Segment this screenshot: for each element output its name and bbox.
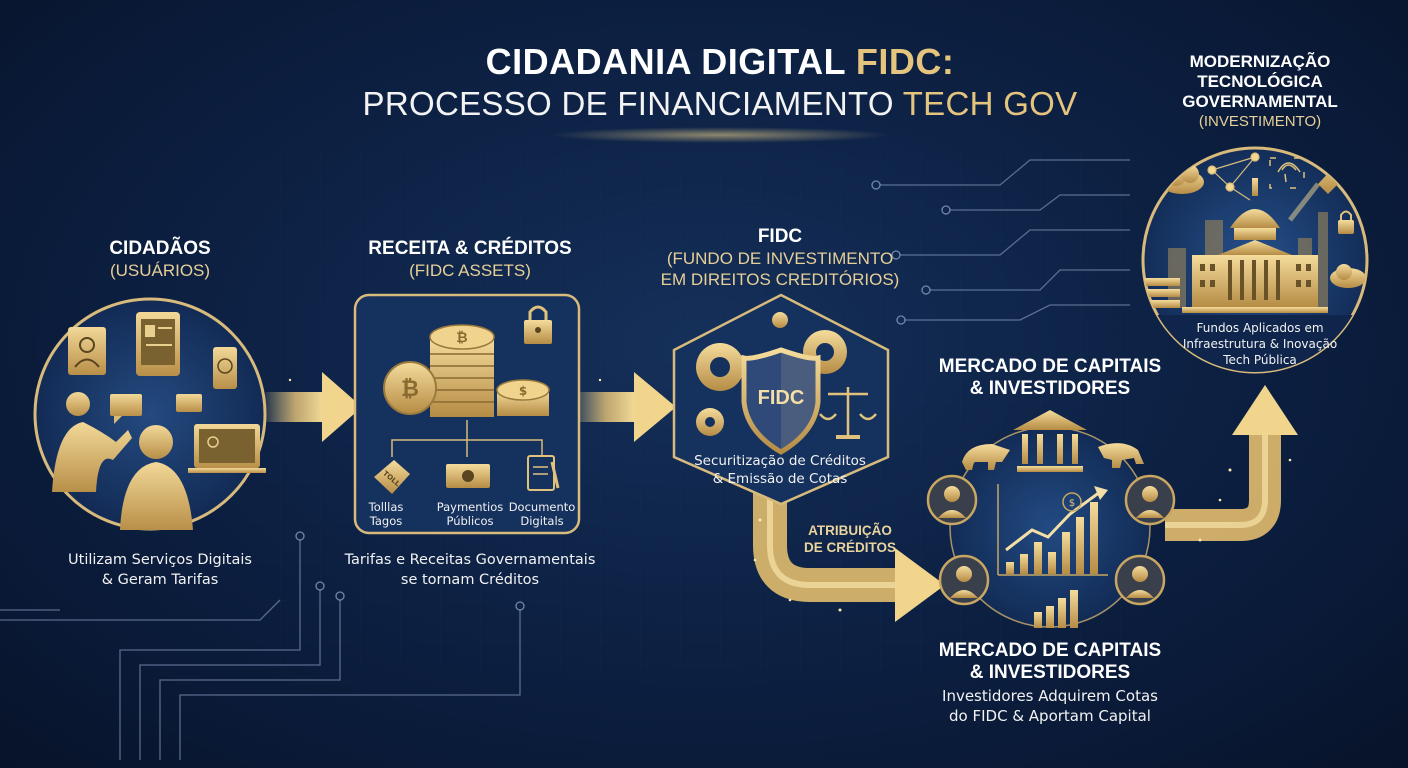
user-document-icon — [68, 327, 106, 375]
stage-title: MERCADO DE CAPITAIS — [938, 640, 1162, 661]
title-line-1-main: CIDADANIA DIGITAL — [485, 41, 856, 82]
stage-subtitle: EM DIREITOS CREDITÓRIOS) — [660, 270, 900, 289]
arrow-receita-to-fidc — [575, 372, 676, 442]
shield-icon: FIDC — [741, 347, 821, 455]
stage-cidadaos-caption: Utilizam Serviços Digitais & Geram Tarif… — [40, 550, 280, 590]
stage-title: & INVESTIDORES — [969, 378, 1131, 399]
woman-with-tablet-icon — [52, 392, 132, 492]
server-icon — [1144, 278, 1180, 308]
stage-title: CIDADÃOS — [109, 238, 211, 259]
page-title: CIDADANIA DIGITAL FIDC: PROCESSO DE FINA… — [340, 40, 1100, 124]
stage-title: & INVESTIDORES — [969, 662, 1131, 683]
svg-text:FIDC: FIDC — [758, 387, 805, 409]
caption-line: & Geram Tarifas — [101, 572, 219, 588]
laptop-profile-icon — [188, 424, 266, 473]
asset-item-toll: Tolllas Tagos — [356, 500, 416, 528]
bull-icon — [962, 444, 1010, 470]
title-line-1: CIDADANIA DIGITAL FIDC: — [340, 40, 1100, 84]
padlock-icon — [1338, 210, 1354, 234]
caption-line: Utilizam Serviços Digitais — [68, 552, 252, 568]
svg-text:$: $ — [519, 384, 527, 398]
stage-title: RECEITA & CRÉDITOS — [368, 238, 572, 259]
toll-tag-icon: TOLL — [374, 460, 410, 494]
arrow-mercado-to-modernizacao — [1165, 385, 1298, 541]
asset-item-label: Digitals — [520, 514, 564, 528]
dollar-coin-icon: $ — [496, 379, 550, 416]
asset-item-label: Paymentios — [436, 500, 504, 514]
smartphone-globe-icon — [213, 347, 237, 389]
stage-mercado-heading-bottom: MERCADO DE CAPITAIS & INVESTIDORES — [915, 640, 1185, 684]
stage-title: MERCADO DE CAPITAIS — [938, 356, 1162, 377]
stage-modernizacao-caption: Fundos Aplicados em Infraestrutura & Ino… — [1150, 320, 1370, 368]
stage-subtitle: (USUÁRIOS) — [109, 261, 211, 280]
svg-text:$: $ — [1069, 498, 1075, 509]
scales-icon — [819, 387, 877, 439]
caption-line: & Emissão de Cotas — [712, 471, 848, 487]
caption-line: Securitização de Créditos — [694, 453, 866, 469]
chat-bubble-icon — [110, 394, 202, 424]
stage-modernizacao-illustration — [1141, 146, 1369, 374]
caption-line: Investidores Adquirem Cotas — [942, 687, 1158, 705]
growth-chart-icon: $ — [997, 484, 1108, 628]
title-line-1-accent: FIDC: — [855, 41, 955, 82]
stage-fidc-illustration: FIDC — [672, 293, 890, 506]
stage-title: FIDC — [757, 226, 803, 247]
svg-text:₿: ₿ — [401, 377, 419, 402]
stage-cidadaos-illustration — [33, 297, 267, 531]
tablet-icon — [136, 312, 180, 376]
caption-line: Tarifas e Receitas Governamentais — [344, 552, 596, 568]
caption-line: Tech Pública — [1223, 353, 1297, 367]
arrow-cidadaos-to-receita — [265, 372, 362, 442]
stage-subtitle: (INVESTIMENTO) — [1198, 113, 1322, 130]
asset-item-label: Públicos — [446, 514, 494, 528]
stage-title: GOVERNAMENTAL — [1182, 92, 1338, 111]
stage-receita-heading: RECEITA & CRÉDITOS (FIDC ASSETS) — [345, 238, 595, 281]
stage-fidc-heading: FIDC (FUNDO DE INVESTIMENTO EM DIREITOS … — [650, 226, 910, 290]
investor-avatar-icon — [1114, 554, 1166, 606]
asset-item-label: Documento — [508, 500, 576, 514]
asset-item-pagamentos: Paymentios Públicos — [425, 500, 515, 528]
stage-title: MODERNIZAÇÃO — [1189, 52, 1331, 71]
stage-mercado-heading-top: MERCADO DE CAPITAIS & INVESTIDORES — [915, 356, 1185, 400]
document-pen-icon — [527, 455, 560, 491]
title-line-2: PROCESSO DE FINANCIAMENTO TECH GOV — [340, 84, 1100, 124]
stage-subtitle: (FUNDO DE INVESTIMENTO — [666, 249, 894, 268]
arrow-fidc-to-mercado — [753, 490, 945, 622]
investor-avatar-icon — [938, 554, 990, 606]
stage-mercado-illustration: $ — [926, 410, 1176, 628]
investor-avatar-icon — [1124, 474, 1176, 526]
asset-item-documento: Documento Digitals — [502, 500, 582, 528]
stage-receita-illustration: ₿ ₿ $ TOLL — [353, 293, 581, 535]
caption-line: Infraestrutura & Inovação — [1182, 337, 1338, 351]
padlock-icon — [524, 305, 552, 344]
caption-line: Fundos Aplicados em — [1196, 321, 1324, 335]
stage-fidc-caption: Securitização de Créditos & Emissão de C… — [680, 452, 880, 488]
fingerprint-icon — [1269, 157, 1305, 189]
svg-text:₿: ₿ — [456, 330, 467, 346]
cloud-icon — [1330, 264, 1366, 288]
asset-item-label: Tagos — [369, 514, 403, 528]
capitol-building-icon — [1182, 178, 1328, 313]
stage-cidadaos-heading: CIDADÃOS (USUÁRIOS) — [40, 238, 280, 281]
connector-label-line: ATRIBUIÇÃO — [808, 523, 892, 538]
stage-receita-caption: Tarifas e Receitas Governamentais se tor… — [320, 550, 620, 590]
bear-icon — [1098, 443, 1144, 468]
connector-label-line: DE CRÉDITOS — [803, 540, 896, 555]
stage-title: TECNOLÓGICA — [1197, 72, 1323, 91]
banknote-icon — [446, 464, 490, 488]
bitcoin-coin-stack-icon: ₿ ₿ — [383, 324, 495, 417]
stage-mercado-caption: Investidores Adquirem Cotas do FIDC & Ap… — [915, 686, 1185, 726]
caption-line: do FIDC & Aportam Capital — [949, 707, 1151, 725]
man-silhouette-icon — [120, 425, 193, 530]
caption-line: se tornam Créditos — [400, 572, 540, 588]
stage-modernizacao-heading: MODERNIZAÇÃO TECNOLÓGICA GOVERNAMENTAL (… — [1140, 52, 1380, 131]
asset-item-label: Tolllas — [368, 500, 404, 514]
title-line-2-main: PROCESSO DE FINANCIAMENTO — [362, 85, 903, 122]
stage-subtitle: (FIDC ASSETS) — [409, 261, 531, 280]
network-nodes-icon — [1207, 152, 1260, 201]
bank-building-icon — [1013, 410, 1087, 472]
title-line-2-accent: TECH GOV — [902, 85, 1078, 122]
investor-avatar-icon — [926, 474, 978, 526]
atribuicao-creditos-label: ATRIBUIÇÃO DE CRÉDITOS — [790, 522, 910, 556]
